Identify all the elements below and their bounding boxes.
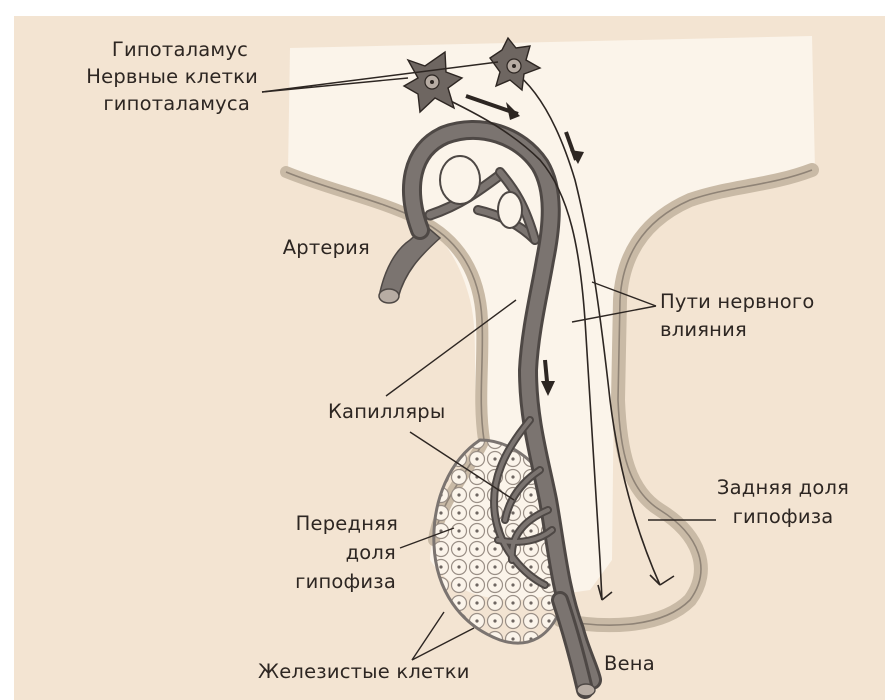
label-nerve-cells-line2: гипоталамуса <box>40 92 250 116</box>
label-posterior-lobe-line2: гипофиза <box>708 505 858 529</box>
label-glandular-cells: Железистые клетки <box>258 660 470 684</box>
label-capillaries: Капилляры <box>328 400 445 424</box>
label-vein: Вена <box>604 652 655 676</box>
artery-stub <box>380 226 440 298</box>
artery-opening <box>379 289 399 303</box>
label-anterior-lobe-line2: доля <box>262 541 396 565</box>
label-anterior-lobe-line3: гипофиза <box>262 570 396 594</box>
label-nerve-cells-line1: Нервные клетки <box>20 65 258 89</box>
label-anterior-lobe-line1: Передняя <box>262 512 398 536</box>
label-artery: Артерия <box>250 236 370 260</box>
label-nerve-paths-line2: влияния <box>660 318 747 342</box>
vessel-loop-hole-2 <box>498 192 522 228</box>
label-posterior-lobe-line1: Задняя доля <box>708 476 858 500</box>
label-hypothalamus: Гипоталамус <box>40 38 248 62</box>
label-nerve-paths-line1: Пути нервного <box>660 290 815 314</box>
vessel-loop-hole-1 <box>440 156 480 204</box>
